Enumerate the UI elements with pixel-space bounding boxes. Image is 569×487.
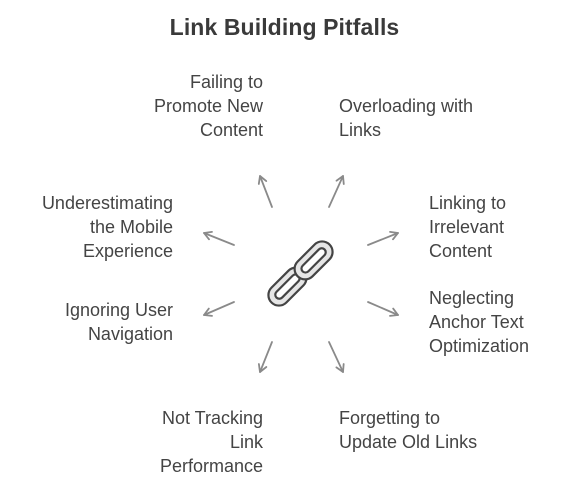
pitfall-forgetting-update: Forgetting to Update Old Links — [339, 408, 478, 452]
pitfall-linking-irrelevant: Linking to Irrelevant Content — [429, 193, 507, 261]
pitfall-neglecting-anchor: Neglecting Anchor Text Optimization — [429, 288, 530, 356]
chain-link-icon — [267, 240, 334, 307]
pitfall-underestimating-mobile: Underestimating the Mobile Experience — [41, 193, 173, 261]
arrow-failing-to-promote — [257, 175, 273, 208]
arrow-ignoring-navigation — [203, 301, 235, 317]
arrow-not-tracking — [257, 341, 273, 373]
pitfall-not-tracking: Not Tracking Link Performance — [159, 408, 263, 476]
pitfall-ignoring-navigation: Ignoring User Navigation — [64, 300, 173, 344]
arrow-neglecting-anchor — [367, 301, 399, 317]
pitfall-overloading-links: Overloading with Links — [339, 96, 474, 140]
arrow-linking-irrelevant — [367, 230, 399, 246]
arrow-overloading-links — [328, 175, 345, 208]
arrows — [203, 175, 399, 373]
arrow-forgetting-update — [328, 341, 345, 373]
pitfall-failing-to-promote: Failing to Promote New Content — [153, 72, 263, 140]
arrow-underestimating-mobile — [203, 230, 235, 246]
diagram-title: Link Building Pitfalls — [169, 14, 400, 40]
